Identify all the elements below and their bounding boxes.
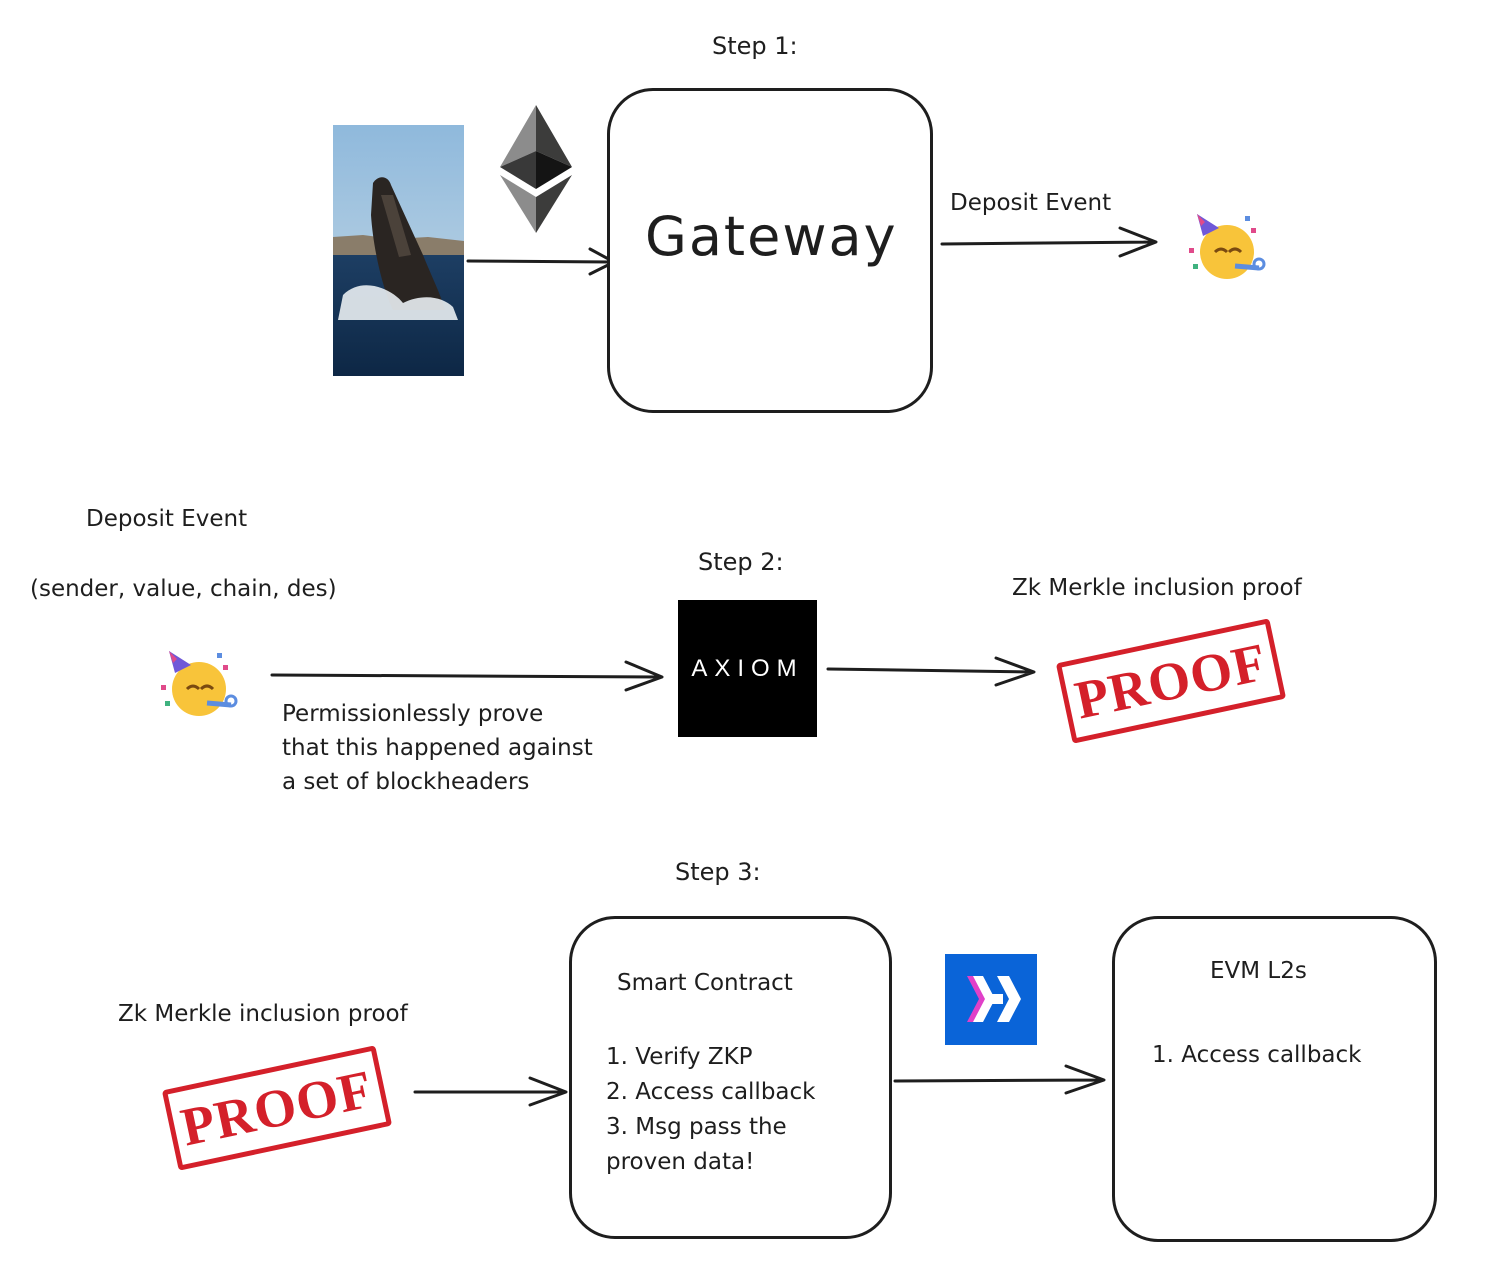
ethereum-logo-icon bbox=[500, 105, 572, 233]
arrow-event-to-axiom bbox=[270, 660, 664, 692]
step2-event-title: Deposit Event bbox=[86, 506, 248, 532]
arrow-contract-to-l2 bbox=[893, 1064, 1106, 1095]
gateway-box bbox=[607, 88, 933, 413]
smart-contract-box bbox=[569, 916, 892, 1239]
hyperlane-logo-icon bbox=[945, 954, 1037, 1045]
evm-l2s-box bbox=[1112, 916, 1437, 1242]
arrow-whale-to-gateway bbox=[466, 247, 616, 276]
axiom-logo: AXIOM bbox=[678, 600, 817, 737]
smart-contract-list: 1. Verify ZKP 2. Access callback 3. Msg … bbox=[606, 1040, 815, 1180]
arrow-axiom-to-proof bbox=[826, 656, 1036, 687]
partying-face-icon bbox=[161, 651, 238, 716]
contract-item: 1. Verify ZKP bbox=[606, 1044, 753, 1070]
axiom-logo-text: AXIOM bbox=[691, 654, 804, 682]
step2-event-fields: (sender, value, chain, des) bbox=[30, 576, 337, 602]
step3-proof-title: Zk Merkle inclusion proof bbox=[118, 1001, 408, 1027]
contract-item: 2. Access callback bbox=[606, 1079, 816, 1105]
step3-title: Step 3: bbox=[675, 858, 761, 886]
note-line: that this happened against bbox=[282, 735, 593, 761]
step2-title: Step 2: bbox=[698, 548, 784, 576]
contract-item: proven data! bbox=[606, 1149, 755, 1175]
note-line: Permissionlessly prove bbox=[282, 701, 544, 727]
arrow-proof-to-contract bbox=[413, 1076, 568, 1107]
arrow-gateway-to-event bbox=[940, 226, 1158, 258]
step1-title: Step 1: bbox=[712, 32, 798, 60]
gateway-label: Gateway bbox=[645, 205, 898, 268]
step2-proof-title: Zk Merkle inclusion proof bbox=[1012, 575, 1302, 601]
smart-contract-title: Smart Contract bbox=[617, 970, 793, 996]
contract-item: 3. Msg pass the bbox=[606, 1114, 787, 1140]
l2-item: 1. Access callback bbox=[1152, 1042, 1362, 1068]
whale-photo bbox=[333, 125, 464, 376]
evm-l2s-title: EVM L2s bbox=[1210, 958, 1307, 984]
deposit-event-arrow-label: Deposit Event bbox=[950, 190, 1112, 216]
partying-face-icon bbox=[1189, 214, 1266, 279]
step2-arrow-note: Permissionlessly prove that this happene… bbox=[282, 697, 593, 799]
note-line: a set of blockheaders bbox=[282, 769, 530, 795]
